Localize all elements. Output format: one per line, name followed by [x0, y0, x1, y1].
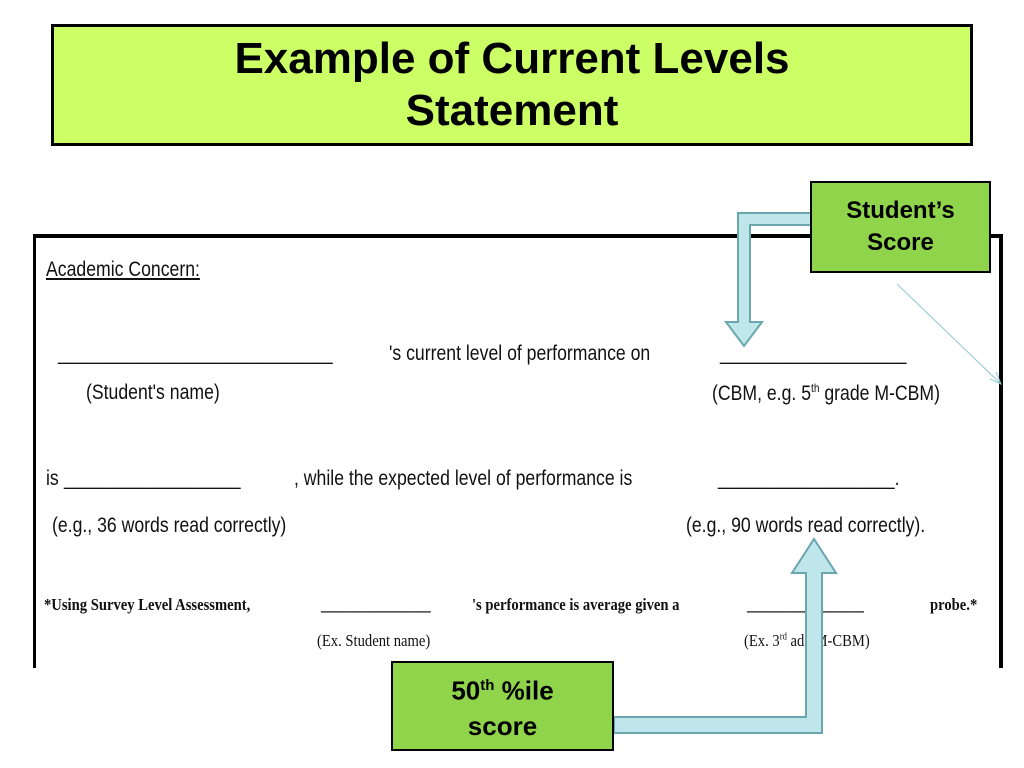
- survey-probe-suffix: probe.*: [930, 595, 978, 614]
- pointer-line: [896, 283, 1002, 385]
- percentile-base: 50: [451, 675, 481, 706]
- survey-probe-caption-sup: rd: [779, 631, 787, 643]
- cbm-caption-prefix: (CBM, e.g. 5: [712, 382, 812, 405]
- students-score-label-2: Score: [867, 229, 934, 256]
- students-score-label-1: Student’s: [846, 197, 955, 224]
- student-name-caption: (Student's name): [86, 381, 220, 404]
- cbm-caption-sup: th: [811, 381, 820, 395]
- survey-level-text: *Using Survey Level Assessment,: [44, 595, 251, 614]
- cbm-caption-suffix: grade M-CBM): [819, 382, 940, 405]
- survey-performance-text: 's performance is average given a: [472, 595, 680, 614]
- student-name-blank: ____________________________: [58, 342, 333, 365]
- title-line-1: Example of Current Levels: [234, 34, 790, 83]
- cbm-caption: (CBM, e.g. 5th grade M-CBM): [712, 381, 940, 406]
- percentile-rest: %ile: [494, 675, 554, 706]
- expected-score-example: (e.g., 90 words read correctly).: [686, 514, 926, 537]
- percentile-score-arrow: [613, 537, 838, 734]
- title-line-2: Statement: [405, 86, 619, 135]
- student-score-example: (e.g., 36 words read correctly): [52, 514, 287, 537]
- is-label: is: [46, 467, 59, 490]
- expected-score-blank: __________________.: [718, 467, 900, 490]
- expected-level-text: , while the expected level of performanc…: [294, 467, 633, 490]
- student-score-arrow: [724, 212, 813, 348]
- survey-probe-caption-prefix: (Ex. 3: [744, 631, 780, 650]
- pointer-arrowhead: [989, 371, 1002, 385]
- percentile-sup: th: [480, 676, 495, 694]
- percentile-label-2: score: [467, 711, 538, 742]
- current-level-text: 's current level of performance on: [389, 342, 651, 365]
- survey-name-blank: _______________: [321, 595, 431, 614]
- slide-title: Example of Current Levels Statement: [51, 24, 973, 146]
- percentile-score-callout: 50th %ile score: [391, 661, 614, 751]
- student-score-blank: __________________: [64, 467, 241, 490]
- percentile-label-1: 50th %ile: [451, 668, 553, 709]
- form-excerpt: Academic Concern: ______________________…: [33, 234, 1003, 668]
- form-heading: Academic Concern:: [46, 258, 200, 281]
- survey-name-caption: (Ex. Student name): [317, 631, 431, 650]
- students-score-callout: Student’s Score: [810, 181, 991, 273]
- slide-title-text: Example of Current Levels Statement: [234, 33, 789, 137]
- cbm-blank: ___________________: [720, 342, 907, 365]
